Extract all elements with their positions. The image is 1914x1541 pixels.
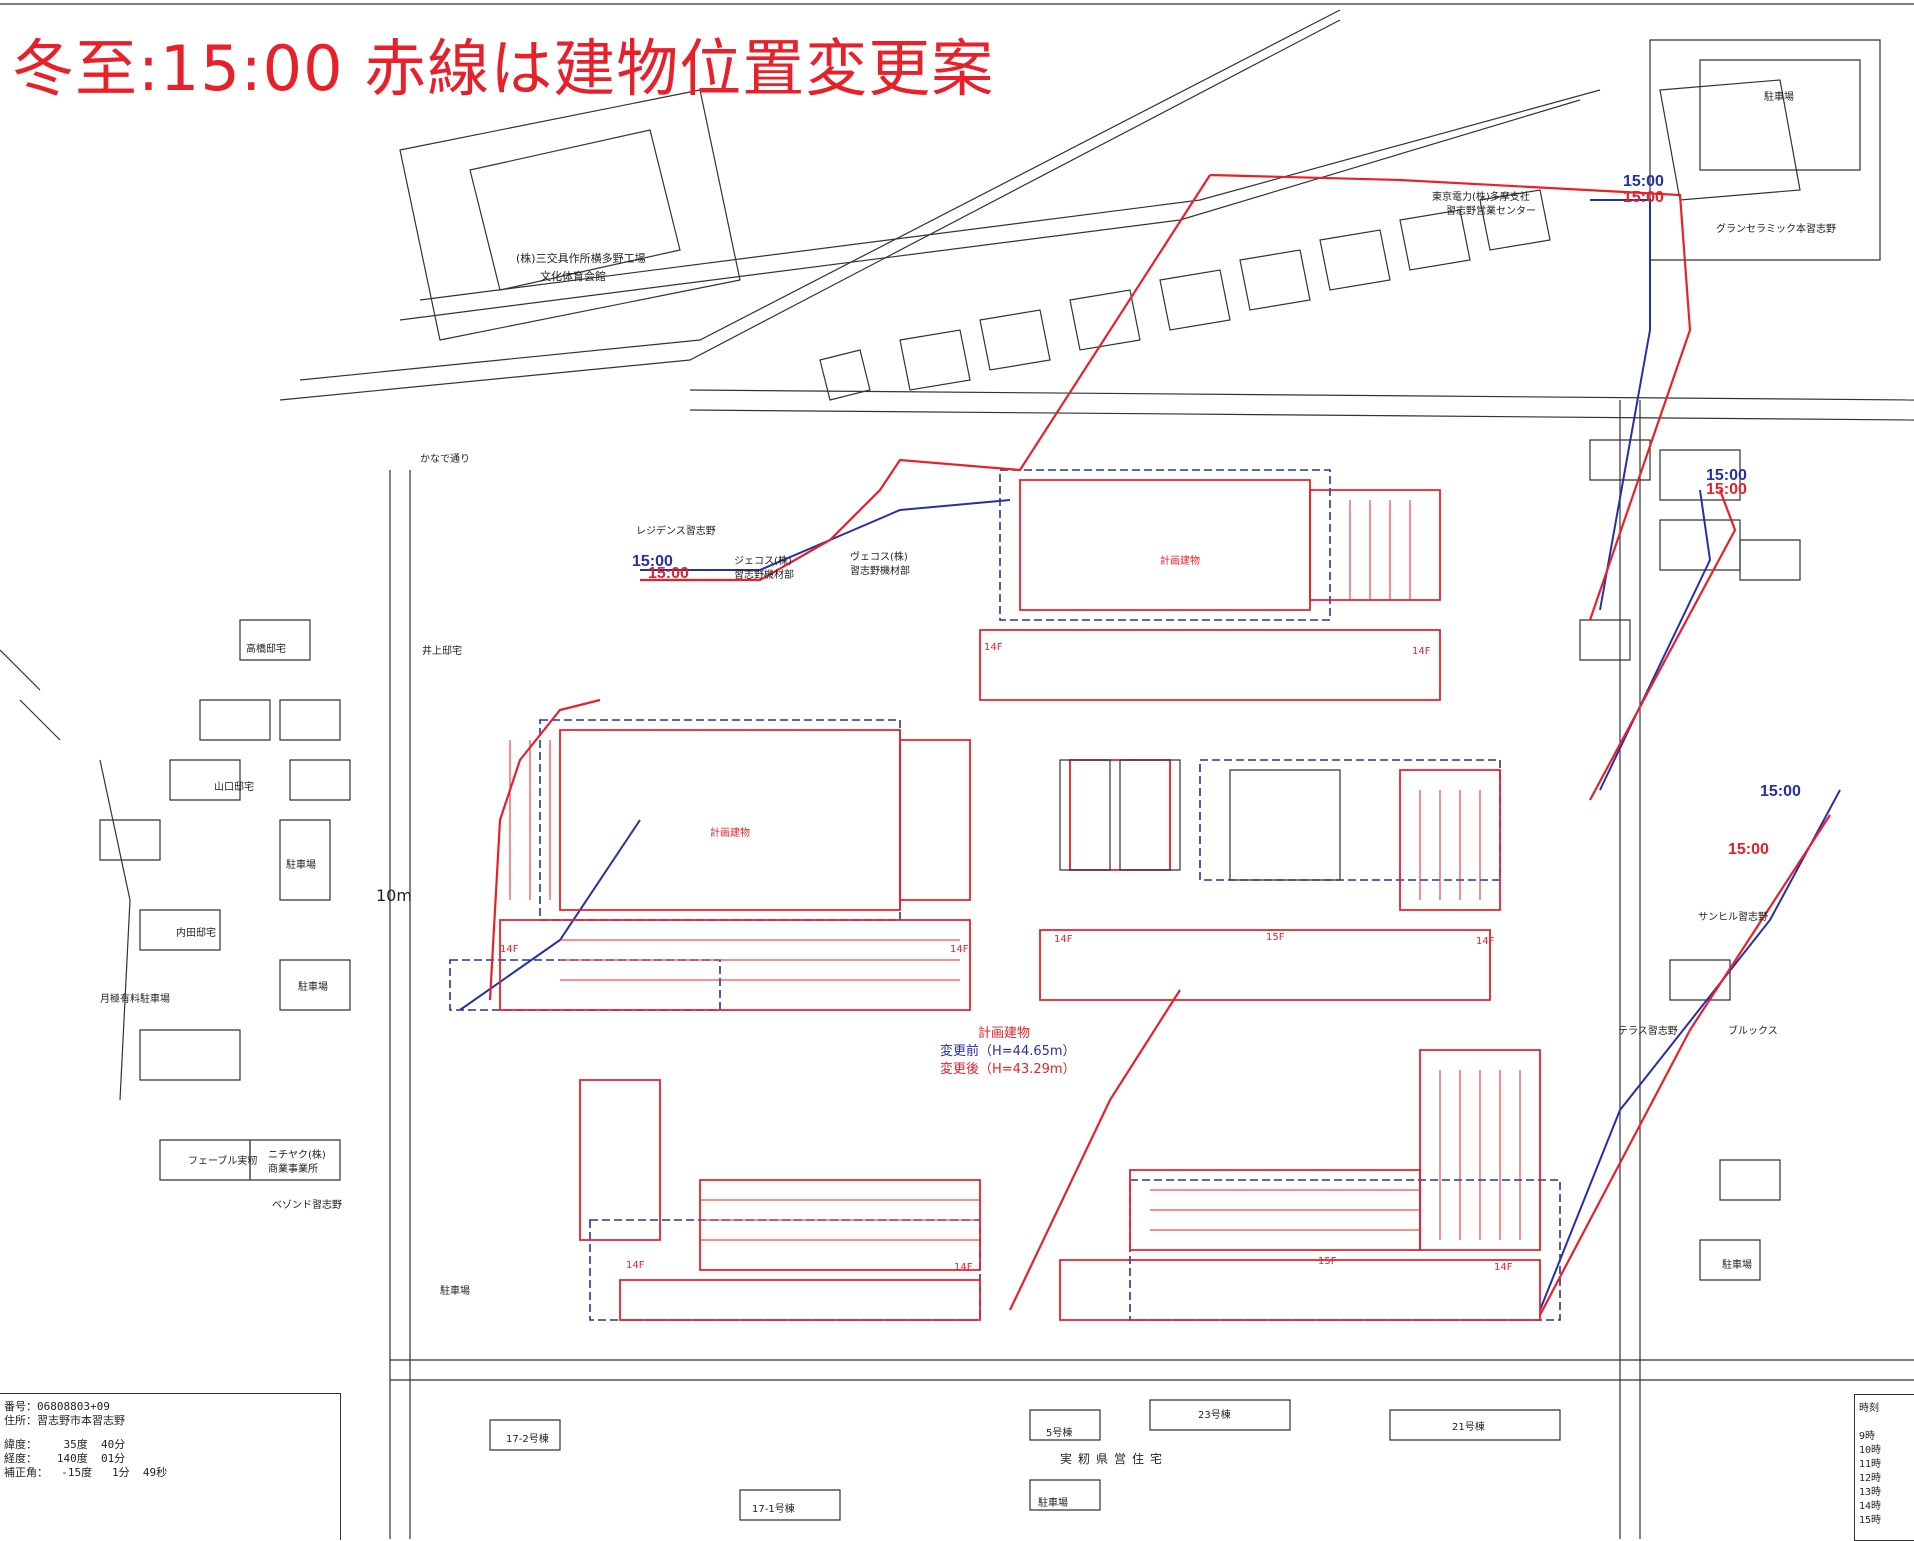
floor-label: 14F [1054, 934, 1073, 945]
time-label-w-red: 15:00 [648, 565, 689, 582]
time-table-row: 11時 [1859, 1459, 1882, 1470]
label-tsukimi: 月極有料駐車場 [100, 994, 170, 1005]
info-line-2: 住所：習志野市本習志野 [4, 1414, 125, 1427]
time-label-el-blue: 15:00 [1760, 783, 1801, 800]
label-tokyo-power: 東京電力(株)多摩支社 [1432, 192, 1530, 203]
label-jeko-sub: 習志野機材部 [734, 570, 794, 581]
time-label-w-blue: 15:00 [632, 553, 673, 570]
floor-label: 14F [1494, 1262, 1513, 1273]
label-uchida: 内田邸宅 [176, 928, 216, 939]
label-hibiki: ベゾンド習志野 [272, 1200, 342, 1211]
info-block: 番号：06808803+09 住所：習志野市本習志野 緯度： 35度 40分 経… [0, 1393, 341, 1540]
floor-label: 14F [954, 1262, 973, 1273]
label-parking-6: 駐車場 [1038, 1498, 1068, 1509]
time-table-row: 15時 [1859, 1515, 1882, 1526]
time-label-el-red: 15:00 [1728, 841, 1769, 858]
label-nichiya: ニチヤク(株) [268, 1150, 326, 1161]
legend-heading: 計画建物 [978, 1026, 1031, 1041]
label-itoi: 井上邸宅 [422, 646, 462, 657]
proposed-buildings [499, 479, 1541, 1321]
building-unit-grid [509, 500, 1521, 1241]
label-veco-sub: 習志野機材部 [850, 566, 910, 577]
time-label-em-red: 15:00 [1706, 481, 1747, 498]
label-parking-4: 駐車場 [440, 1286, 470, 1297]
floor-label: 14F [626, 1260, 645, 1271]
label-kazuma: 高橋邸宅 [246, 644, 286, 655]
label-parking-5: 駐車場 [1722, 1260, 1752, 1271]
label-yamaguchi: 山口邸宅 [214, 782, 254, 793]
time-table-row: 10時 [1859, 1445, 1882, 1456]
scale-marker: 10m [376, 886, 412, 905]
label-veco: ヴェコス(株) [850, 552, 908, 563]
label-bldg-21: 21号棟 [1452, 1422, 1485, 1433]
existing-buildings [1059, 759, 1341, 881]
label-bldg-23: 23号棟 [1198, 1410, 1231, 1421]
label-bldg-17-2: 17-2号棟 [506, 1434, 549, 1445]
info-line-4: 経度： 140度 01分 [4, 1452, 126, 1465]
label-plan-main-1: 計画建物 [1160, 556, 1200, 567]
info-line-1: 番号：06808803+09 [4, 1400, 110, 1413]
label-residence: レジデンス習志野 [636, 526, 716, 537]
shadow-boundary-red [488, 173, 1831, 1316]
label-parking-1: 駐車場 [286, 860, 316, 871]
label-grand: グランセラミック本習志野 [1716, 224, 1836, 235]
shadow-boundary-blue [459, 199, 1841, 1311]
label-training: 習志野営業センター [1446, 206, 1536, 217]
info-line-5: 補正角： -15度 1分 49秒 [4, 1466, 168, 1479]
label-housing: 実籾県営住宅 [1060, 1452, 1169, 1466]
floor-label: 15F [1318, 1256, 1337, 1267]
time-table-row: 13時 [1859, 1487, 1882, 1498]
time-label-ne-red: 15:00 [1623, 189, 1664, 206]
map-title: 冬至:15:00 赤線は建物位置変更案 [12, 32, 995, 105]
time-table-row: 9時 [1859, 1431, 1876, 1442]
label-culture: 文化体育会館 [540, 270, 606, 283]
time-label-ne-blue: 15:00 [1623, 173, 1664, 190]
label-plan-main-2: 計画建物 [710, 828, 750, 839]
floor-label: 15F [1266, 932, 1285, 943]
label-bldg-17-1: 17-1号棟 [752, 1504, 795, 1515]
label-bloom: ブルックス [1728, 1026, 1778, 1037]
label-ferwall: フェーブル実籾 [188, 1156, 258, 1167]
legend-after: 変更後（H=43.29m） [940, 1062, 1076, 1077]
base-map-lines [0, 3, 1914, 1539]
time-table-row: 14時 [1859, 1501, 1882, 1512]
time-label-em-blue: 15:00 [1706, 467, 1747, 484]
label-kanade: かなで通り [420, 454, 470, 465]
floor-label: 14F [1476, 936, 1495, 947]
label-fernuy: テラス習志野 [1618, 1026, 1678, 1037]
label-bldg-5: 5号棟 [1046, 1428, 1073, 1439]
info-line-3: 緯度： 35度 40分 [4, 1438, 126, 1451]
legend-before: 変更前（H=44.65m） [940, 1044, 1076, 1059]
label-parking-3: 駐車場 [298, 982, 328, 993]
time-table-row: 12時 [1859, 1473, 1882, 1484]
label-nichiya-sub: 商業事業所 [268, 1164, 318, 1175]
label-mitsui: (株)三交具作所横多野工場 [516, 252, 646, 265]
label-jeko: ジェコス(株) [734, 556, 792, 567]
floor-label: 14F [1412, 646, 1431, 657]
floor-label: 14F [500, 944, 519, 955]
floor-label: 14F [950, 944, 969, 955]
floor-label: 14F [984, 642, 1003, 653]
original-building-outlines [449, 469, 1561, 1321]
time-table-header: 時刻 [1859, 1403, 1879, 1414]
label-sun-hill: サンヒル習志野 [1698, 912, 1768, 923]
label-parking-2: 駐車場 [1764, 92, 1794, 103]
time-table: 時刻 9時 10時 11時 12時 13時 14時 15時 [1854, 1394, 1914, 1541]
